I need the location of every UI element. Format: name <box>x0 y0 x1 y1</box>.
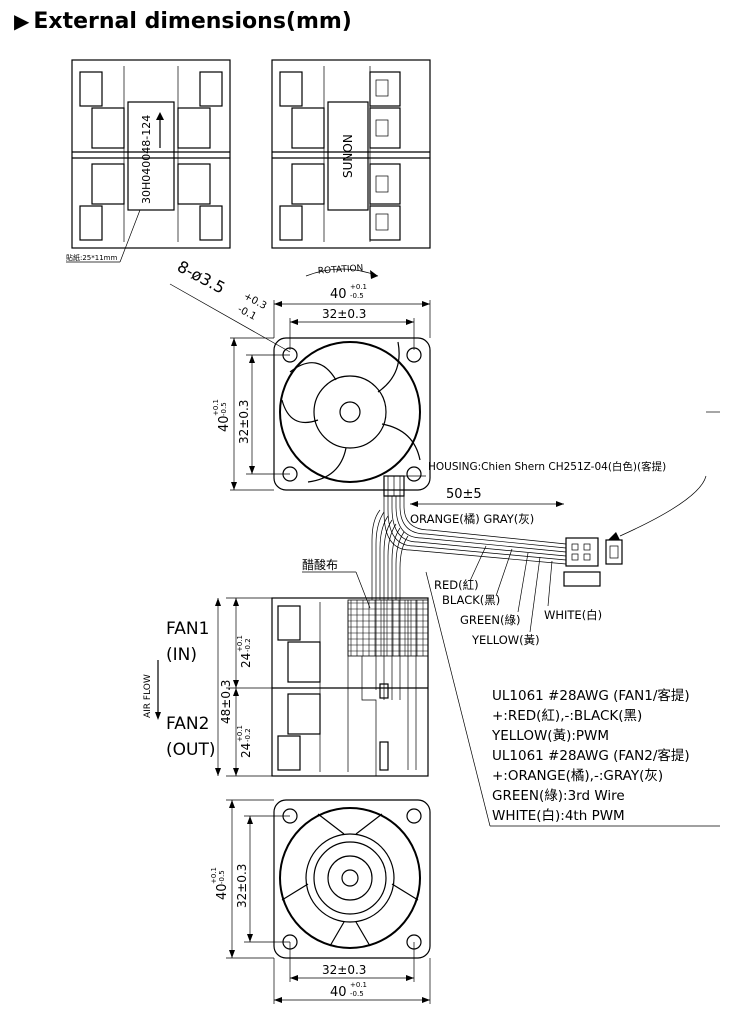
dim-40-top: 40 <box>330 287 347 302</box>
top-left-fan-view: 30H040048-124 貼紙:25*11mm <box>66 59 231 263</box>
wire-yellow: YELLOW(黃) <box>471 633 540 647</box>
fan1-in-label: (IN) <box>166 645 197 665</box>
connector-housing: HOUSING:Chien Shern CH251Z-04(白色)(客提) 50… <box>404 460 707 587</box>
rotation-indicator: ROTATION <box>305 264 379 279</box>
dim-32-left: 32±0.3 <box>237 400 251 444</box>
cable-length: 50±5 <box>446 487 482 502</box>
side-fan-view: 醋酸布 <box>143 557 720 827</box>
rotation-label: ROTATION <box>318 264 364 277</box>
rear-fan-view: 40 +0.1 -0.5 32±0.3 32±0.3 40 +0.1 -0.5 <box>210 799 431 1004</box>
wire-black: BLACK(黑) <box>442 593 500 607</box>
dim-32-rear-left: 32±0.3 <box>235 864 249 908</box>
air-flow-label: AIR FLOW <box>143 674 153 718</box>
dim-24-bottom-tol-plus: +0.1 <box>236 725 244 742</box>
dim-40-rear-left-tol-minus: -0.5 <box>218 870 226 884</box>
spec-note-6: GREEN(綠):3rd Wire <box>492 788 625 804</box>
label-text-2: SUNON <box>341 134 355 178</box>
fan2-label: FAN2 <box>166 714 209 734</box>
spec-notes: UL1061 #28AWG (FAN1/客提) +:RED(紅),-:BLACK… <box>491 687 690 824</box>
dim-40-bottom-tol-minus: -0.5 <box>350 990 364 998</box>
dim-32-bottom: 32±0.3 <box>322 963 366 977</box>
triangle-bullet-icon: ▶ <box>14 9 30 33</box>
air-flow-arrow-icon <box>155 712 161 720</box>
housing-label: HOUSING:Chien Shern CH251Z-04(白色)(客提) <box>428 460 666 473</box>
spec-note-2: +:RED(紅),-:BLACK(黑) <box>492 708 642 724</box>
label-size-note: 貼紙:25*11mm <box>66 253 117 262</box>
wire-labels: ORANGE(橘) GRAY(灰) RED(紅) BLACK(黑) GREEN(… <box>410 512 602 647</box>
dim-24-top-tol-minus: -0.2 <box>244 638 252 652</box>
arrow-up-icon <box>156 112 164 120</box>
spec-note-3: YELLOW(黃):PWM <box>491 728 609 744</box>
wire-white: WHITE(白) <box>544 608 602 622</box>
dim-24-bottom: 24 <box>239 743 253 758</box>
page-title: ▶ External dimensions(mm) <box>14 4 352 38</box>
hole-spec: 8-ø3.5 <box>174 257 228 298</box>
dim-32-top: 32±0.3 <box>322 307 366 321</box>
dim-40-left-tol-minus: -0.5 <box>220 402 228 416</box>
dim-40-bottom: 40 <box>330 985 347 1000</box>
wire-orange-gray: ORANGE(橘) GRAY(灰) <box>410 512 534 526</box>
spec-note-7: WHITE(白):4th PWM <box>492 808 625 824</box>
dim-24-bottom-tol-minus: -0.2 <box>244 728 252 742</box>
dim-24-top-tol-plus: +0.1 <box>236 635 244 652</box>
dim-40-left-tol-plus: +0.1 <box>212 399 220 416</box>
rotation-arrow-icon <box>370 270 378 279</box>
dim-40-left: 40 <box>217 415 232 432</box>
fan2-out-label: (OUT) <box>166 740 215 760</box>
dim-48: 48±0.3 <box>219 680 233 724</box>
dim-40-rear-left: 40 <box>215 883 230 900</box>
wire-bundle <box>371 496 567 600</box>
acetate-cloth-patch <box>347 599 429 657</box>
spec-note-1: UL1061 #28AWG (FAN1/客提) <box>492 687 690 704</box>
acetate-cloth-label: 醋酸布 <box>302 557 338 572</box>
top-right-fan-view: SUNON <box>271 59 431 249</box>
spec-note-5: +:ORANGE(橘),-:GRAY(灰) <box>492 768 663 784</box>
page-title-text: External dimensions(mm) <box>33 8 352 34</box>
dim-40-top-tol-plus: +0.1 <box>350 283 367 291</box>
spec-note-4: UL1061 #28AWG (FAN2/客提) <box>492 747 690 764</box>
dim-40-bottom-tol-plus: +0.1 <box>350 981 367 989</box>
dim-24-top: 24 <box>239 653 253 668</box>
label-text-1: 30H040048-124 <box>140 115 153 204</box>
wire-green: GREEN(綠) <box>460 613 521 627</box>
fan1-label: FAN1 <box>166 619 209 639</box>
dim-40-rear-left-tol-plus: +0.1 <box>210 867 218 884</box>
dim-40-top-tol-minus: -0.5 <box>350 292 364 300</box>
wire-red: RED(紅) <box>434 578 479 592</box>
